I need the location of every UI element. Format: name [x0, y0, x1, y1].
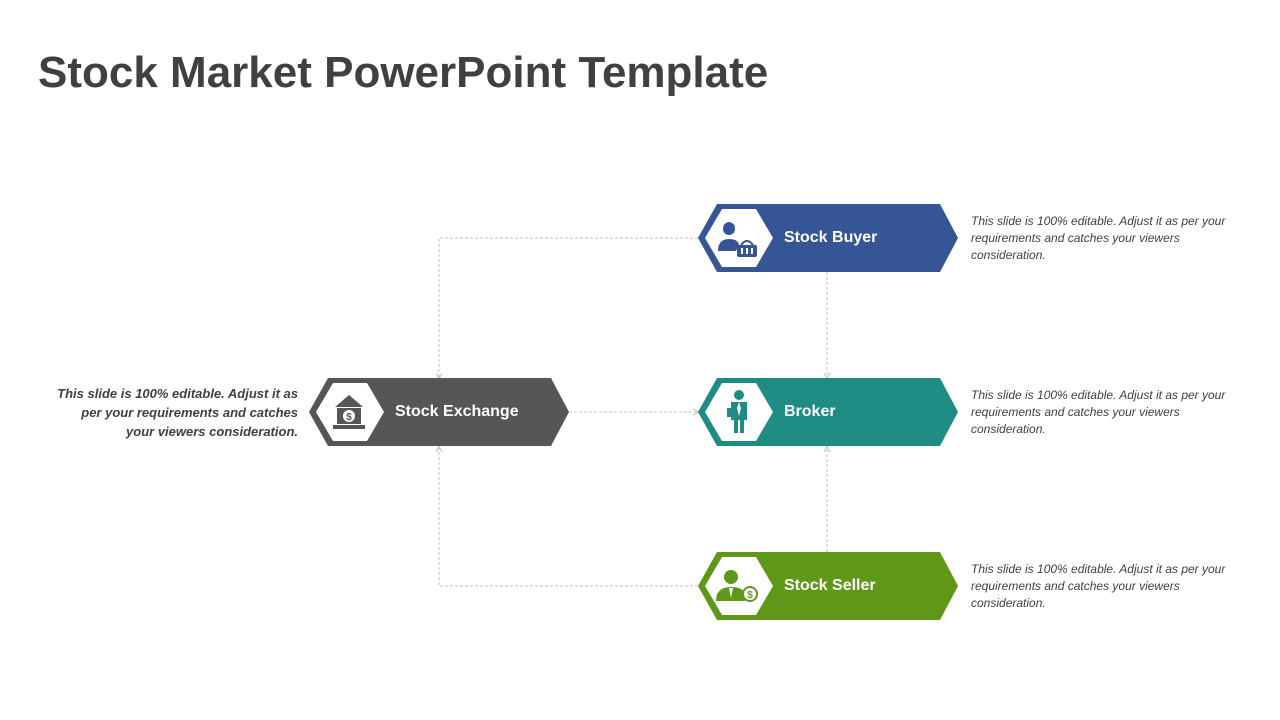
node-stock-seller[interactable]: $ — [698, 552, 958, 620]
node-broker[interactable] — [698, 378, 958, 446]
seller-description: This slide is 100% editable. Adjust it a… — [971, 562, 1226, 610]
exchange-description: This slide is 100% editable. Adjust it a… — [57, 386, 298, 439]
connector-seller-to-exchange — [439, 448, 698, 587]
buyer-basket-icon — [718, 222, 757, 257]
node-buyer-label: Stock Buyer — [784, 229, 878, 246]
node-stock-exchange[interactable]: $ — [309, 378, 569, 446]
buyer-description: This slide is 100% editable. Adjust it a… — [971, 214, 1226, 262]
connector-buyer-to-exchange — [439, 237, 698, 377]
bank-building-icon: $ — [333, 395, 365, 429]
node-seller-label: Stock Seller — [784, 577, 876, 594]
node-stock-buyer[interactable] — [698, 204, 958, 272]
connectors — [439, 237, 827, 587]
broker-description: This slide is 100% editable. Adjust it a… — [971, 388, 1226, 436]
businessman-icon — [727, 390, 747, 433]
svg-text:$: $ — [346, 412, 352, 423]
node-exchange-label: Stock Exchange — [395, 403, 519, 420]
svg-text:$: $ — [747, 590, 753, 601]
page-title: Stock Market PowerPoint Template — [38, 48, 769, 97]
node-broker-label: Broker — [784, 403, 836, 420]
person-dollar-icon: $ — [716, 570, 758, 602]
